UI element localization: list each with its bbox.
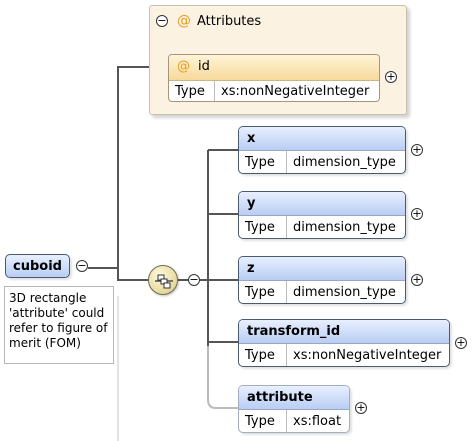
attributes-group-title: Attributes [197, 14, 262, 29]
type-value: dimension_type [293, 220, 396, 235]
element-attribute-optional[interactable]: attribute Type xs:float [238, 385, 350, 433]
element-name: x [247, 131, 256, 146]
type-divider [214, 81, 215, 101]
root-element-name: cuboid [13, 259, 62, 274]
element-x[interactable]: x Type dimension_type [238, 126, 406, 174]
root-element-cuboid[interactable]: cuboid [5, 254, 70, 278]
attribute-id-box[interactable]: @ id Type xs:nonNegativeInteger [168, 54, 380, 102]
element-name: y [247, 196, 256, 211]
type-label: Type [245, 155, 275, 170]
root-collapse-icon[interactable]: − [76, 259, 88, 272]
type-divider [286, 281, 287, 303]
sequence-collapse-icon[interactable]: − [188, 273, 200, 286]
element-name: z [247, 261, 255, 276]
type-value: xs:nonNegativeInteger [293, 348, 442, 363]
type-label: Type [245, 414, 275, 429]
type-label: Type [245, 220, 275, 235]
element-z[interactable]: z Type dimension_type [238, 256, 406, 304]
attributes-collapse-icon[interactable]: − [156, 14, 168, 27]
element-attribute-expand-icon[interactable]: + [355, 401, 367, 414]
sequence-icon [155, 274, 173, 289]
type-label: Type [245, 285, 275, 300]
element-y[interactable]: y Type dimension_type [238, 191, 406, 239]
element-x-expand-icon[interactable]: + [411, 143, 423, 156]
type-divider [286, 151, 287, 173]
sequence-compositor-icon[interactable] [148, 265, 178, 295]
element-z-expand-icon[interactable]: + [411, 273, 423, 286]
attribute-name: id [198, 59, 210, 74]
attribute-at-icon: @ [177, 59, 190, 74]
type-value: dimension_type [293, 155, 396, 170]
type-label: Type [175, 84, 205, 99]
element-y-expand-icon[interactable]: + [411, 207, 423, 220]
attribute-at-icon: @ [177, 13, 191, 29]
attribute-id-expand-icon[interactable]: + [385, 70, 397, 83]
element-transform-id-expand-icon[interactable]: + [455, 336, 467, 349]
element-transform-id[interactable]: transform_id Type xs:nonNegativeInteger [238, 319, 450, 367]
type-divider [286, 344, 287, 366]
element-name: transform_id [247, 324, 341, 339]
type-value: xs:float [293, 414, 342, 429]
element-name: attribute [247, 390, 313, 405]
type-value: xs:nonNegativeInteger [221, 84, 370, 99]
documentation-note: 3D rectangle 'attribute' could refer to … [4, 286, 114, 364]
type-label: Type [245, 348, 275, 363]
type-divider [286, 410, 287, 432]
type-divider [286, 216, 287, 238]
type-value: dimension_type [293, 285, 396, 300]
